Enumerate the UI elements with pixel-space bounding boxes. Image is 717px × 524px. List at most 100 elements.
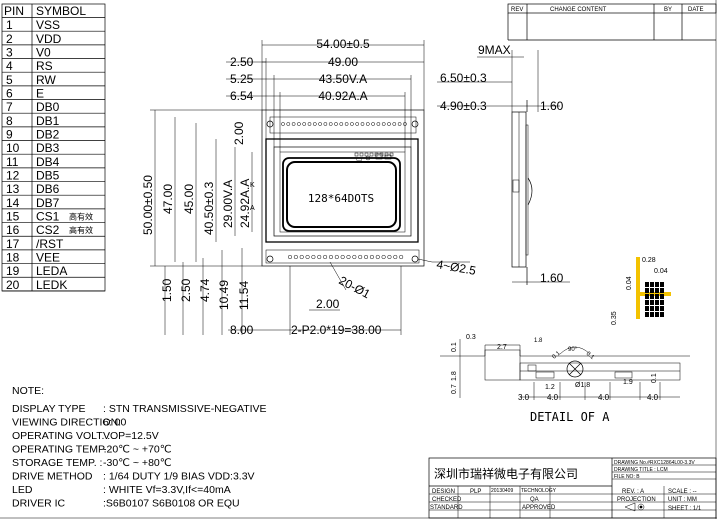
pin-number: 11: [6, 155, 19, 169]
pin-symbol: CS2: [36, 223, 60, 237]
bezel-outline: [265, 138, 419, 243]
pin-hole: [346, 254, 351, 260]
detail-03: 0.3: [466, 334, 476, 341]
pin-header: PIN: [4, 4, 24, 18]
pin-symbol: VDD: [36, 32, 62, 46]
led-k-label: K: [250, 182, 255, 189]
pin-number: 6: [6, 87, 13, 101]
pin-symbol: RS: [36, 59, 53, 73]
pixel-dot: [650, 312, 654, 317]
pixel-028: 0.28: [642, 257, 656, 264]
pcb-outline: [261, 109, 425, 267]
pixel-dot: [645, 288, 649, 293]
pin-number: 16: [6, 223, 20, 237]
screen-symbol-icon: ▭: [356, 156, 363, 163]
pin-symbol: DB7: [36, 196, 60, 210]
dim-side-max: 9MAX: [478, 43, 511, 57]
top-pad: [291, 122, 296, 126]
mounting-hole: [411, 120, 419, 128]
change-content-header: CHANGE CONTENT: [550, 7, 607, 13]
pin-number: 20: [6, 278, 20, 292]
dim-bottom-150: 1.50: [160, 278, 174, 302]
note-label: DRIVER IC: [12, 498, 66, 510]
detail-01c: 0.1: [585, 351, 596, 361]
pin-number: 14: [6, 196, 20, 210]
detail-18c: Ø1.8: [575, 382, 590, 389]
detail-01d: 0.1: [651, 373, 658, 383]
note-value: :S6B0107 S6B0108 OR EQU: [103, 498, 240, 510]
dim-top-200: 2.00: [232, 121, 246, 145]
pixel-dot: [660, 300, 664, 305]
pin-hole: [399, 254, 404, 260]
design-label: DESIGN: [432, 489, 455, 495]
screen-mark: [389, 152, 394, 157]
top-pad: [350, 122, 354, 126]
pixel-dot: [655, 282, 659, 287]
top-pad: [328, 122, 333, 126]
pin-hole: [393, 254, 398, 260]
pin-symbol: DB3: [36, 141, 60, 155]
top-pad-row: [281, 122, 407, 126]
dim-pitch: 2-P2.0*19=38.00: [291, 323, 382, 337]
pin-number: 8: [6, 114, 13, 128]
top-pad: [318, 122, 322, 126]
pixel-dot: [655, 288, 659, 293]
dim-width-outer: 54.00±0.5: [316, 37, 370, 51]
dim-bottom-1154: 11.54: [237, 281, 251, 310]
pin-number: 9: [6, 128, 13, 142]
pixel-dot: [645, 282, 649, 287]
note-label: DRIVE METHOD: [12, 471, 93, 483]
dim-side-160-bottom: 1.60: [540, 271, 564, 285]
notes-heading: NOTE:: [12, 385, 44, 397]
pin-number: 13: [6, 182, 20, 196]
top-pad: [323, 122, 328, 126]
pin-number: 2: [6, 32, 13, 46]
active-area: [279, 151, 406, 233]
dim-bottom-250: 2.50: [179, 278, 193, 302]
dim-width-va: 43.50V.A: [319, 72, 367, 86]
pin-symbol: VSS: [36, 18, 60, 32]
dim-bottom-1049: 10.49: [217, 280, 231, 310]
top-pad: [297, 122, 301, 126]
pin-number: 5: [6, 73, 13, 87]
pin-number: 4: [6, 59, 13, 73]
front-view: 128*64DOTS ▭ K A 54.00±0.5 49.00 43.50V.…: [141, 37, 477, 337]
pixel-dot: [655, 300, 659, 305]
note-label: VIEWING DIRECTION:: [12, 417, 121, 429]
detail-01b: 0.1: [551, 350, 562, 360]
top-pad: [281, 122, 285, 126]
top-pad: [286, 122, 291, 126]
pin-symbol: V0: [36, 46, 51, 60]
dim-bottom-474: 4.74: [198, 278, 212, 302]
pin-number: 1: [6, 18, 13, 32]
dim-width-aa: 40.92A.A: [318, 89, 367, 103]
note-label: DISPLAY TYPE: [12, 403, 86, 415]
drawing-no: DRAWING No.#RXC12864L00-3.3V: [614, 460, 695, 466]
pin-hole: [293, 254, 298, 260]
screen-mark: [379, 152, 384, 157]
top-pad: [344, 122, 349, 126]
dim-hole-label: 4~Ø2.5: [435, 257, 477, 278]
screen-mark: [364, 152, 369, 157]
pin-symbol: LEDK: [36, 278, 67, 292]
dim-side-490: 4.90±0.3: [440, 99, 487, 113]
top-pad: [307, 122, 312, 126]
pin-symbol: LEDA: [36, 264, 67, 278]
pin-symbol: DB2: [36, 128, 60, 142]
bottom-pin-row: [287, 152, 404, 260]
pixel-grid: [645, 282, 664, 317]
top-pad: [355, 122, 360, 126]
rev-value: REV. : A: [622, 489, 644, 495]
date-header: DATE: [688, 7, 704, 13]
notes: NOTE: DISPLAY TYPE: STN TRANSMISSIVE-NEG…: [12, 385, 267, 510]
pin-hole: [387, 254, 392, 260]
detail-90: 90°: [568, 347, 578, 353]
pixel-dot: [645, 312, 649, 317]
side-view: 9MAX 6.50±0.3 4.90±0.3 1.60 1.60: [437, 43, 570, 285]
note-label: OPERATING VOLT. :: [12, 430, 110, 442]
pin-symbol: DB4: [36, 155, 60, 169]
approved-label: APPROVED: [522, 505, 556, 511]
company-name: 深圳市瑞祥微电子有限公司: [434, 466, 578, 481]
